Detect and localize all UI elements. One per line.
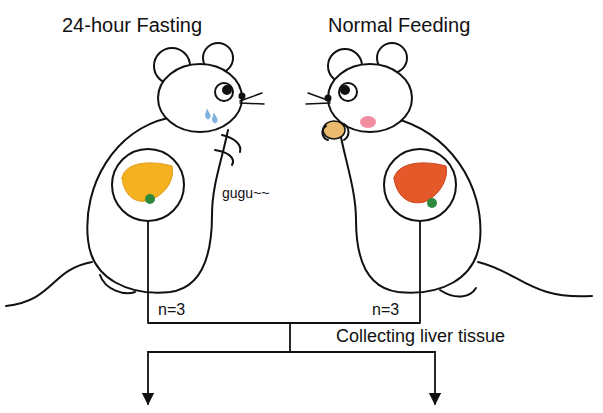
gallbladder <box>145 194 155 204</box>
mouse-cheek <box>360 116 376 128</box>
mouse-foot <box>100 275 135 293</box>
mouse-eye <box>339 83 357 101</box>
mouse-foot <box>440 288 476 297</box>
liver-fed <box>394 163 446 203</box>
down-arrow <box>434 352 436 404</box>
bracket-line <box>148 221 420 323</box>
mouse-whiskers <box>240 93 264 104</box>
food-pellet <box>323 121 345 139</box>
mouse-head <box>158 64 242 132</box>
mouse-body <box>87 118 228 293</box>
liver-circle <box>112 149 184 221</box>
liver-circle <box>384 149 456 221</box>
mouse-tail <box>478 262 592 296</box>
sample-size: n=3 <box>158 301 185 319</box>
mouse-whiskers <box>306 93 330 104</box>
down-arrow <box>147 352 149 404</box>
mouse-tail <box>6 262 92 306</box>
group-heading: 24-hour Fasting <box>62 14 202 36</box>
mouse-body <box>340 118 480 293</box>
stem-line <box>289 323 291 352</box>
mouse-arms <box>215 135 240 165</box>
mouse-head <box>328 64 412 132</box>
tear-drops <box>206 110 218 123</box>
mouse-pupil <box>341 86 349 94</box>
group-heading: Normal Feeding <box>328 14 470 36</box>
mouse-nose <box>240 94 245 99</box>
branch-line <box>148 351 435 353</box>
sound-effect: gugu~~ <box>222 186 270 201</box>
gallbladder <box>427 198 437 208</box>
sample-size: n=3 <box>372 301 399 319</box>
mouse-pupil <box>223 86 231 94</box>
mouse-eye <box>215 83 233 101</box>
step-label: Collecting liver tissue <box>336 327 505 347</box>
mouse-hands <box>322 124 348 140</box>
